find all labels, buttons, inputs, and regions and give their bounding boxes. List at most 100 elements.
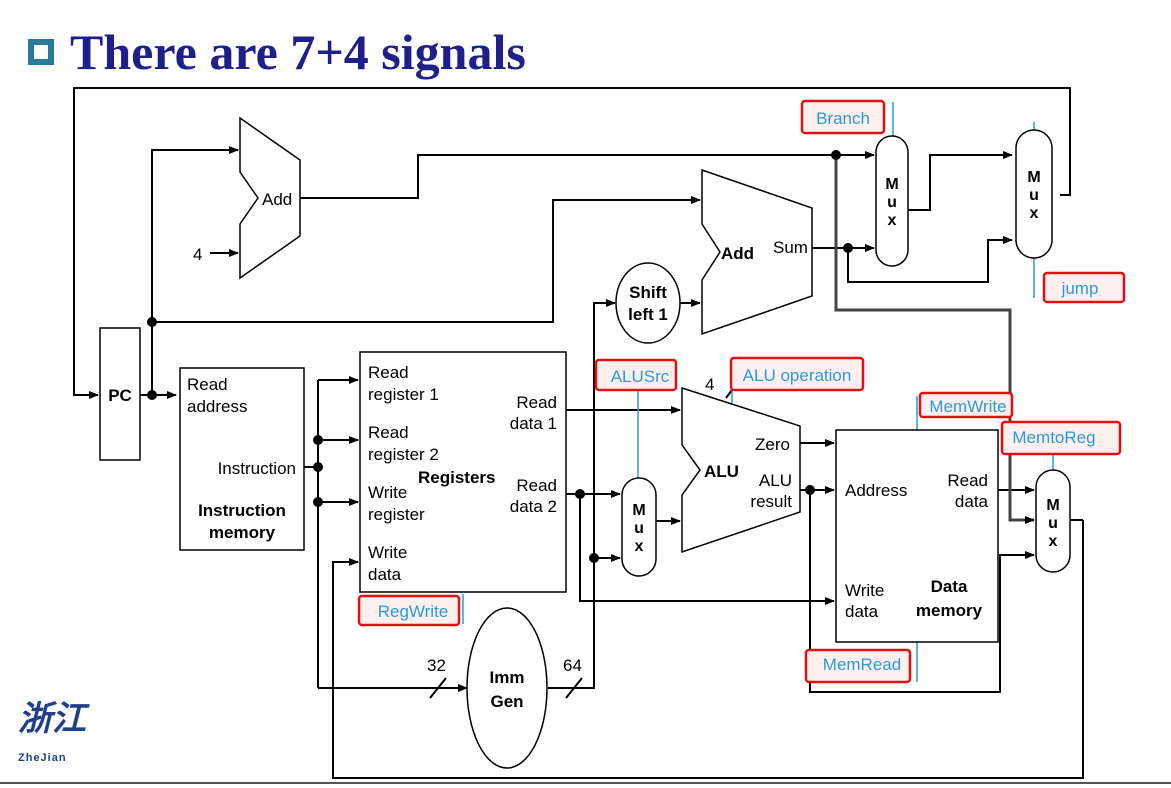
imem-read-address-1: Read — [187, 375, 228, 394]
const-four-label: 4 — [193, 245, 202, 264]
branch-mux — [875, 135, 909, 267]
imm-gen — [466, 607, 548, 769]
branch-mux-u: u — [887, 194, 897, 211]
alu-label: ALU — [704, 462, 739, 481]
imm-gen-a: Imm — [490, 668, 525, 687]
alusrc-mux-x: x — [635, 538, 644, 555]
imem-instruction-port: Instruction — [218, 459, 296, 478]
slide-title: There are 7+4 signals — [28, 22, 526, 82]
page-title: There are 7+4 signals — [70, 24, 526, 80]
reg-write-b: register — [368, 505, 425, 524]
pc-label: PC — [108, 386, 132, 405]
data-memory — [835, 429, 999, 643]
shift-left-unit — [615, 262, 681, 344]
control-signal-jump: jump — [1042, 271, 1126, 304]
alu-result-a: ALU — [759, 471, 792, 490]
branch-signal-label: Branch — [816, 109, 870, 128]
memtoreg-mux-u: u — [1048, 515, 1058, 532]
memtoreg-mux — [1035, 469, 1071, 573]
control-signal-branch: Branch — [800, 99, 886, 135]
wire-alu-bypass — [809, 490, 1035, 693]
wire-add-out — [300, 151, 875, 199]
dmem-read-a: Read — [947, 471, 988, 490]
regwrite-signal-label: RegWrite — [378, 602, 449, 621]
instruction-memory — [179, 367, 305, 551]
wires — [73, 87, 1084, 779]
reg-rdata1-a: Read — [516, 393, 557, 412]
footer-divider — [0, 782, 1171, 784]
alu-operation-signal-label: ALU operation — [743, 366, 852, 385]
dmem-address: Address — [845, 481, 907, 500]
dmem-read-b: data — [955, 492, 989, 511]
control-signal-alusrc: ALUSrc — [594, 358, 678, 392]
dmem-write-a: Write — [845, 581, 884, 600]
adder-label: Add — [262, 190, 292, 209]
reg-wdata-b: data — [368, 565, 402, 584]
dmem-title-b: memory — [916, 601, 983, 620]
reg-wdata-a: Write — [368, 543, 407, 562]
memread-signal-label: MemRead — [823, 655, 901, 674]
adder-pc-plus-four — [239, 116, 301, 280]
jump-mux — [1015, 129, 1053, 259]
branch-mux-m: M — [885, 176, 898, 193]
wire-pc-loop — [73, 87, 1071, 399]
jump-signal-label: jump — [1061, 279, 1099, 298]
memtoreg-signal-label: MemtoReg — [1012, 428, 1095, 447]
alu-unit — [681, 386, 801, 554]
shift-label-1: Shift — [629, 283, 667, 302]
wire-mux1-out — [908, 151, 1013, 211]
imm-gen-b: Gen — [490, 692, 523, 711]
reg-rdata2-a: Read — [516, 476, 557, 495]
memtoreg-mux-x: x — [1049, 533, 1058, 550]
reg-rdata1-b: data 1 — [510, 414, 557, 433]
jump-mux-u: u — [1029, 187, 1039, 204]
branch-mux-x: x — [888, 212, 897, 229]
square-bullet-icon — [28, 39, 54, 65]
wire-jump-path — [834, 155, 1035, 524]
dmem-write-b: data — [845, 602, 879, 621]
reg-write-a: Write — [368, 483, 407, 502]
bus-width-32: 32 — [427, 656, 446, 675]
junction-dots — [147, 150, 853, 563]
alusrc-mux — [621, 477, 657, 577]
imem-title-1: Instruction — [198, 501, 286, 520]
reg-read1-a: Read — [368, 363, 409, 382]
reg-read2-a: Read — [368, 423, 409, 442]
imem-title-2: memory — [209, 523, 276, 542]
adder-branch — [701, 168, 813, 336]
reg-read2-b: register 2 — [368, 445, 439, 464]
shift-label-2: left 1 — [628, 305, 668, 324]
wire-writedata — [332, 520, 1084, 779]
reg-read1-b: register 1 — [368, 385, 439, 404]
register-file — [359, 351, 567, 593]
reg-title: Registers — [418, 468, 495, 487]
dmem-title-a: Data — [931, 577, 968, 596]
sum-label: Sum — [773, 238, 808, 257]
alu-result-b: result — [750, 492, 792, 511]
wire-sum-mux2 — [847, 236, 1013, 283]
control-signal-alu-operation: ALU operation — [729, 356, 865, 392]
memtoreg-mux-m: M — [1046, 497, 1059, 514]
pc-register — [99, 327, 141, 461]
alusrc-mux-u: u — [634, 520, 644, 537]
university-logo: 浙江 — [18, 701, 86, 738]
control-signal-memtoreg: MemtoReg — [1000, 420, 1122, 456]
imem-read-address-2: address — [187, 397, 247, 416]
branch-adder-label: Add — [721, 244, 754, 263]
memwrite-signal-label: MemWrite — [929, 397, 1006, 416]
jump-mux-m: M — [1027, 169, 1040, 186]
bus-width-64: 64 — [563, 656, 582, 675]
jump-mux-x: x — [1030, 205, 1039, 222]
control-signal-memwrite: MemWrite — [918, 391, 1014, 419]
wire-rd2-dmem — [579, 494, 835, 605]
alu-zero-label: Zero — [755, 435, 790, 454]
wire-pc-branch-add — [152, 196, 701, 323]
alusrc-signal-label: ALUSrc — [611, 367, 670, 386]
control-signal-memread: MemRead — [804, 648, 912, 684]
wire-imm-out — [548, 299, 616, 689]
control-signal-regwrite: RegWrite — [357, 594, 461, 627]
university-logo-sub: ZheJian — [18, 752, 67, 764]
alusrc-mux-m: M — [632, 502, 645, 519]
alu-op-width: 4 — [705, 375, 714, 394]
